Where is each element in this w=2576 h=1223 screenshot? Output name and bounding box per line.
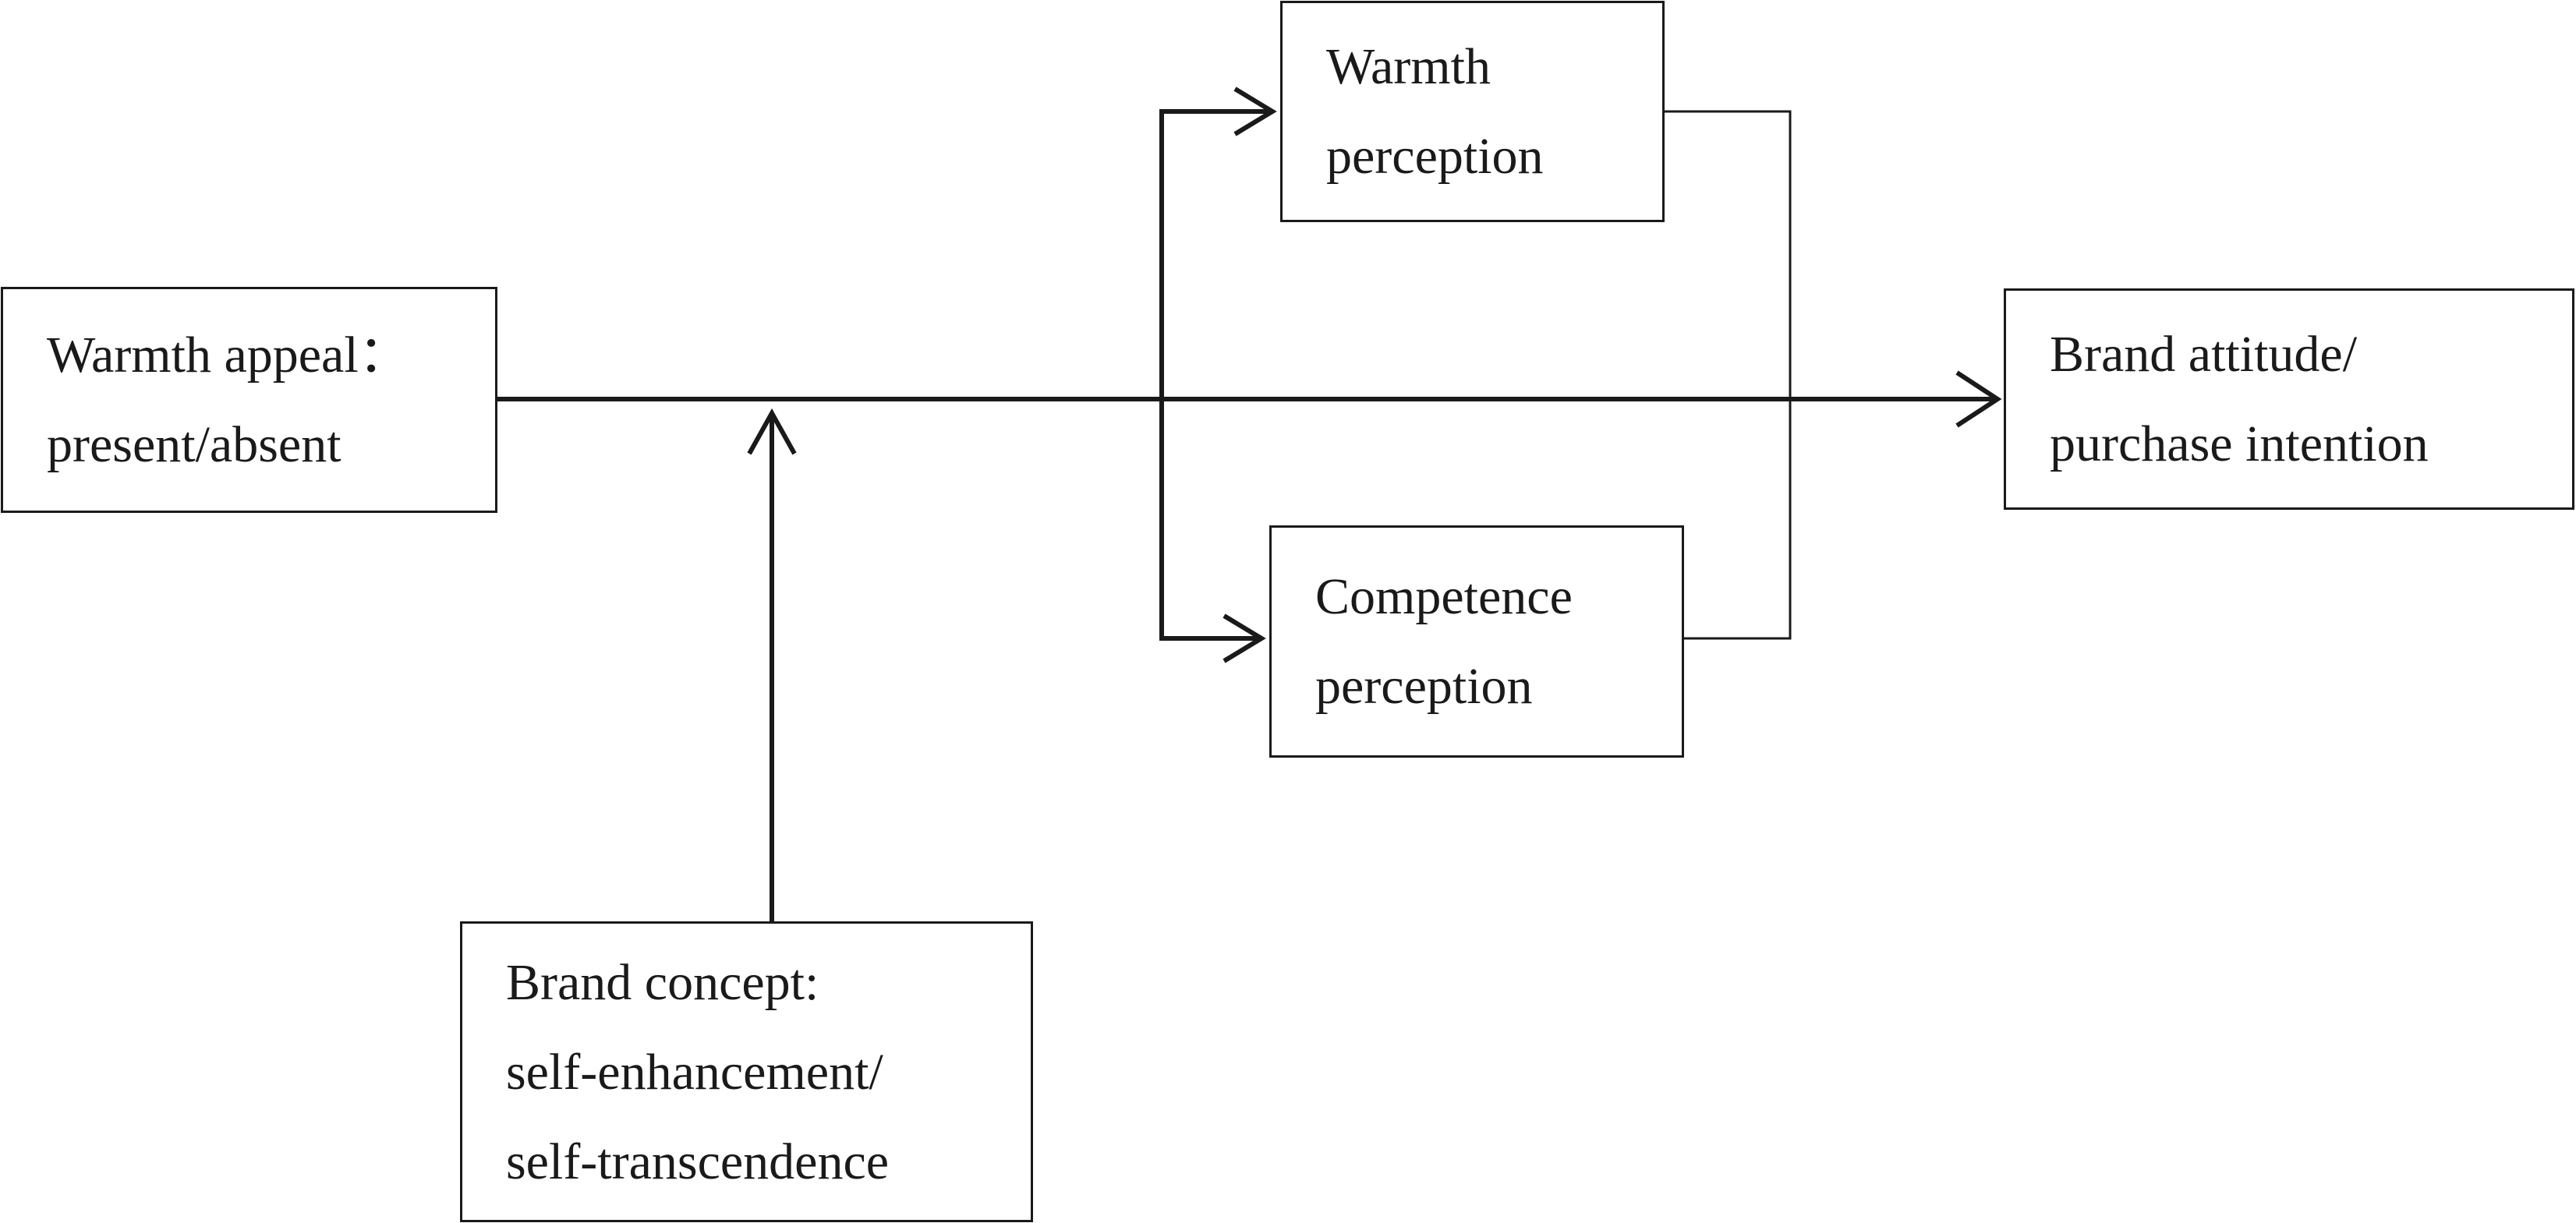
edge-mediator-outputs: [1665, 110, 1792, 640]
node-warmth-appeal: Warmth appeal： present/absent: [1, 287, 497, 513]
node-warmth-perception: Warmth perception: [1280, 1, 1665, 222]
node-competence-perception: Competence perception: [1269, 525, 1684, 758]
node-label-line: perception: [1326, 128, 1544, 185]
node-label-line: self-enhancement/: [506, 1043, 883, 1101]
node-label-line: Warmth: [1326, 38, 1491, 95]
node-label-line: self-transcendence: [506, 1133, 890, 1190]
arrowhead-competence-perception: [1223, 613, 1266, 663]
node-label-line: Warmth appeal：: [47, 327, 410, 384]
node-brand-attitude: Brand attitude/ purchase intention: [2004, 288, 2574, 510]
arrowhead-moderator: [747, 408, 797, 455]
node-label-line: Competence: [1315, 568, 1573, 625]
node-label-line: Brand attitude/: [2050, 326, 2358, 383]
arrowhead-brand-attitude: [1955, 370, 2002, 428]
node-brand-concept: Brand concept: self-enhancement/ self-tr…: [460, 921, 1033, 1222]
arrowhead-warmth-perception: [1233, 87, 1277, 136]
node-label-line: purchase intention: [2050, 415, 2429, 472]
node-label-line: present/absent: [47, 416, 341, 473]
node-label-line: perception: [1315, 658, 1533, 715]
node-label-line: Brand concept:: [506, 953, 819, 1011]
